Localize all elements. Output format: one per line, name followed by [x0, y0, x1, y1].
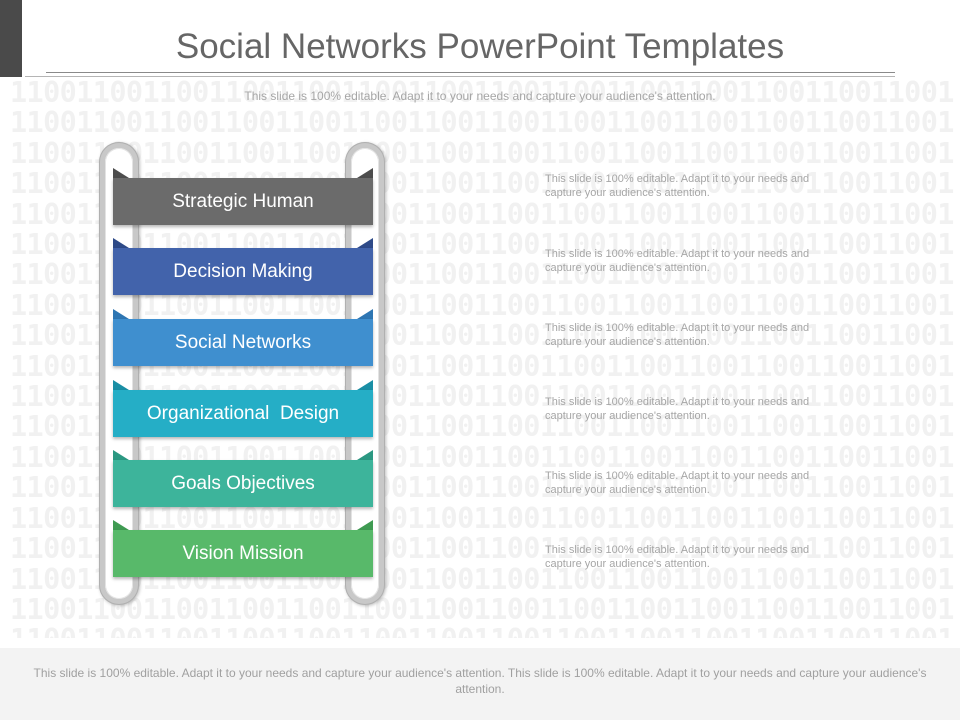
step-fold-left — [113, 380, 129, 390]
binary-pattern-row: 1100110011001100110011001100110011001100… — [10, 288, 955, 322]
step-social-networks: Social Networks — [113, 319, 373, 366]
step-fold-right — [357, 238, 373, 248]
step-fold-left — [113, 450, 129, 460]
title-divider-secondary — [25, 76, 895, 77]
footer-text: This slide is 100% editable. Adapt it to… — [33, 666, 927, 696]
step-vision-mission: Vision Mission — [113, 530, 373, 577]
step-decision-making: Decision Making — [113, 248, 373, 295]
step-fold-left — [113, 520, 129, 530]
step-description: This slide is 100% editable. Adapt it to… — [545, 470, 810, 496]
step-fold-right — [357, 168, 373, 178]
corner-accent-bar — [0, 0, 22, 77]
binary-pattern-row: 1100110011001100110011001100110011001100… — [10, 106, 955, 140]
binary-pattern-row: 1100110011001100110011001100110011001100… — [10, 624, 955, 638]
step-strategic-human: Strategic Human — [113, 178, 373, 225]
step-fold-right — [357, 450, 373, 460]
subtitle: This slide is 100% editable. Adapt it to… — [244, 89, 716, 103]
step-fold-left — [113, 309, 129, 319]
page-title: Social Networks PowerPoint Templates — [175, 27, 785, 66]
step-description: This slide is 100% editable. Adapt it to… — [545, 396, 810, 422]
binary-pattern-row: 1100110011001100110011001100110011001100… — [10, 136, 955, 170]
step-description: This slide is 100% editable. Adapt it to… — [545, 322, 810, 348]
binary-pattern-row: 1100110011001100110011001100110011001100… — [10, 592, 955, 626]
step-fold-right — [357, 380, 373, 390]
step-goals-objectives: Goals Objectives — [113, 460, 373, 507]
step-fold-right — [357, 520, 373, 530]
step-fold-left — [113, 238, 129, 248]
step-fold-right — [357, 309, 373, 319]
step-description: This slide is 100% editable. Adapt it to… — [545, 544, 810, 570]
step-organizational-design: Organizational Design — [113, 390, 373, 437]
footer-band — [0, 648, 960, 720]
step-fold-left — [113, 168, 129, 178]
step-description: This slide is 100% editable. Adapt it to… — [545, 173, 810, 199]
title-divider — [46, 72, 895, 73]
step-description: This slide is 100% editable. Adapt it to… — [545, 248, 810, 274]
